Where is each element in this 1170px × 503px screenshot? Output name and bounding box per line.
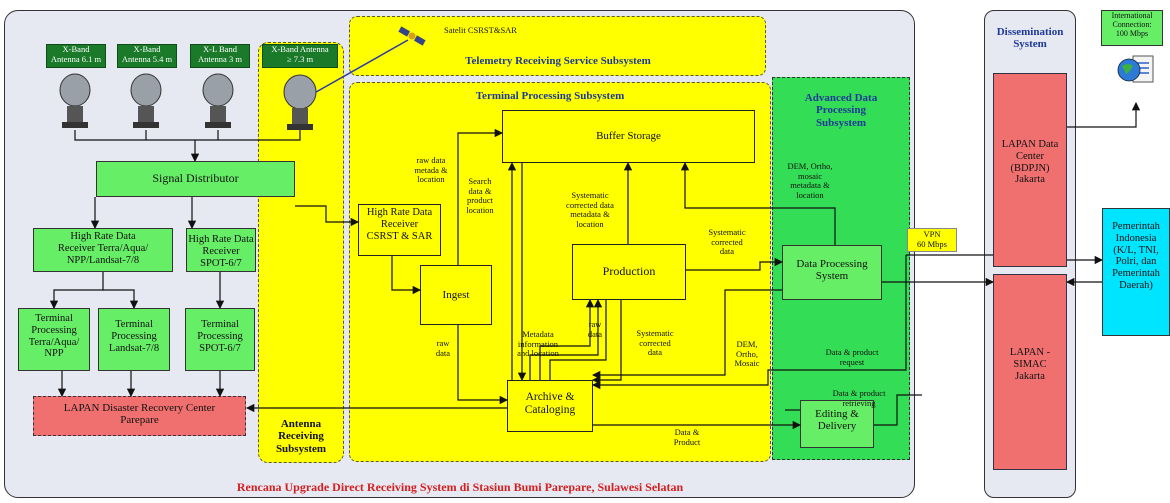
- label-dem-ortho: DEM, Ortho, Mosaic: [734, 339, 760, 369]
- label-dem-meta: DEM, Ortho, mosaic metadata & location: [787, 161, 833, 200]
- antenna-dish-icon: [130, 73, 162, 128]
- dissemination-heading: Dissemination System: [996, 26, 1064, 51]
- tp-landsat: Terminal Processing Landsat-7/8: [98, 308, 170, 371]
- hr-receiver-spot: High Rate Data Receiver SPOT-6/7: [186, 228, 256, 272]
- label-sys-meta: Systematic corrected data metadata & loc…: [566, 190, 614, 229]
- editing-delivery-box: Editing & Delivery: [800, 400, 874, 448]
- label-search: Search data & product location: [466, 176, 494, 215]
- antenna-label-3: X-L Band Antenna 3 m: [190, 44, 250, 68]
- globe-document-icon: [1117, 55, 1154, 83]
- diagram-title: Rencana Upgrade Direct Receiving System …: [236, 480, 684, 494]
- antenna-dish-icon: [202, 73, 234, 128]
- disaster-recovery-center: LAPAN Disaster Recovery Center Parepare: [33, 396, 246, 436]
- data-processing-system-box: Data Processing System: [782, 245, 882, 300]
- telemetry-subsystem: [349, 16, 766, 76]
- label-meta-info: Metadata information and location: [517, 329, 559, 359]
- antenna-dish-icon: [59, 73, 91, 128]
- pemerintah-box: Pemerintah Indonesia (K/L, TNI, Polri, d…: [1102, 208, 1170, 336]
- hr-receiver-csrst: High Rate Data Receiver CSRST & SAR: [358, 204, 441, 256]
- label-request: Data & product request: [825, 347, 879, 367]
- label-data-product: Data & Product: [673, 427, 701, 447]
- label-sys-corr-2: Systematic corrected data: [636, 328, 674, 358]
- production-box: Production: [572, 244, 686, 300]
- telemetry-heading: Telemetry Receiving Service Subsystem: [465, 55, 651, 67]
- label-raw-meta: raw data metada & location: [414, 155, 448, 185]
- label-raw-data-2: raw data: [435, 338, 451, 358]
- tp-spot: Terminal Processing SPOT-6/7: [185, 308, 255, 371]
- satellite-icon: [398, 26, 426, 46]
- antenna-label-4: X-Band Antenna ≥ 7.3 m: [262, 44, 338, 68]
- lapan-data-center-box: LAPAN Data Center (BDPJN) Jakarta: [993, 73, 1067, 267]
- ingest-box: Ingest: [420, 265, 492, 325]
- label-retrieving: Data & product retrieving: [832, 388, 886, 408]
- advanced-heading: Advanced Data Processing Subsystem: [804, 92, 878, 129]
- satellite-label: Satelit CSRST&SAR: [444, 25, 517, 35]
- label-sys-corr-1: Systematic corrected data: [708, 227, 746, 257]
- tp-terra: Terminal Processing Terra/Aqua/ NPP: [18, 308, 90, 371]
- antenna-label-2: X-Band Antenna 5.4 m: [117, 44, 177, 68]
- terminal-heading: Terminal Processing Subsystem: [475, 90, 625, 102]
- vpn-label: VPN 60 Mbps: [907, 228, 957, 252]
- lapan-simac-box: LAPAN - SIMAC Jakarta: [993, 274, 1067, 470]
- antenna-dish-icon: [283, 74, 317, 130]
- antenna-label-1: X-Band Antenna 6.1 m: [46, 44, 106, 68]
- antenna-heading: Antenna Receiving Subsystem: [275, 418, 327, 455]
- international-connection-box: International Connection: 100 Mbps: [1101, 10, 1163, 46]
- signal-distributor: Signal Distributor: [96, 161, 295, 197]
- antenna-dish-icons: [59, 73, 317, 130]
- hr-receiver-terra: High Rate Data Receiver Terra/Aqua/ NPP/…: [33, 228, 173, 272]
- archive-box: Archive & Cataloging: [507, 380, 593, 432]
- label-raw-data-1: raw data: [587, 319, 603, 339]
